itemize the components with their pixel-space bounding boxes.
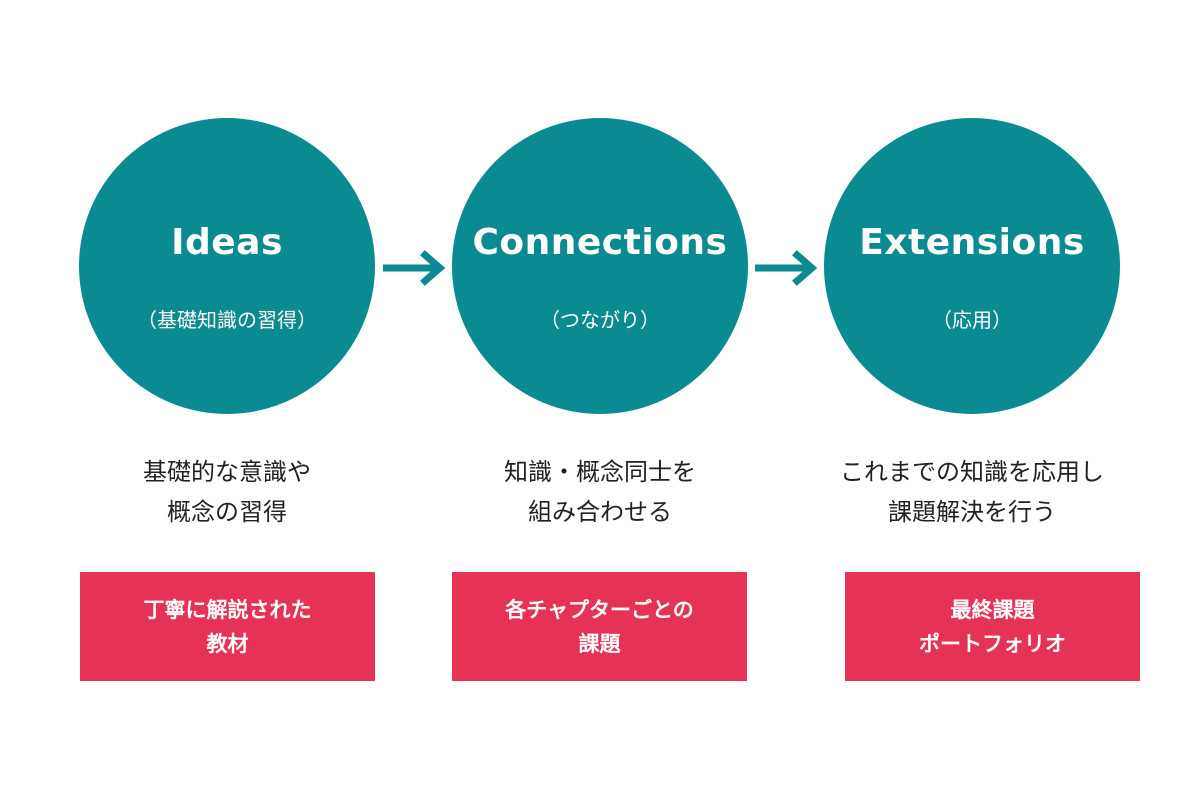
extensions-description-line: これまでの知識を応用し [840,458,1104,486]
connections-deliverable-box: 各チャプターごとの 課題 [452,572,747,681]
connections-deliverable-line: 各チャプターごとの [505,597,694,622]
connections-description: 知識・概念同士を 組み合わせる [440,452,760,532]
extensions-subtitle: （応用） [932,308,1012,332]
connections-circle: Connections （つながり） [452,118,748,414]
ideas-deliverable-box: 丁寧に解説された 教材 [80,572,375,681]
connections-title: Connections [472,222,728,263]
right-arrow-icon [755,250,817,286]
extensions-description: これまでの知識を応用し 課題解決を行う [812,452,1132,532]
extensions-circle: Extensions （応用） [824,118,1120,414]
connections-deliverable-line: 課題 [578,631,621,656]
ideas-description-line: 基礎的な意識や [143,458,311,486]
ideas-description: 基礎的な意識や 概念の習得 [67,452,387,532]
extensions-deliverable-line: ポートフォリオ [919,631,1066,656]
connections-description-line: 組み合わせる [528,498,672,526]
connections-description-line: 知識・概念同士を [504,458,696,486]
extensions-deliverable-line: 最終課題 [950,597,1035,622]
ideas-deliverable-line: 教材 [206,631,249,656]
extensions-description-line: 課題解決を行う [888,498,1056,526]
right-arrow-icon [383,250,445,286]
ideas-description-line: 概念の習得 [167,498,287,526]
ideas-subtitle: （基礎知識の習得） [137,308,317,332]
ideas-deliverable-line: 丁寧に解説された [143,597,312,622]
extensions-title: Extensions [859,222,1085,263]
extensions-deliverable-box: 最終課題 ポートフォリオ [845,572,1140,681]
connections-subtitle: （つながり） [540,308,660,332]
ideas-circle: Ideas （基礎知識の習得） [79,118,375,414]
ideas-title: Ideas [171,222,283,263]
